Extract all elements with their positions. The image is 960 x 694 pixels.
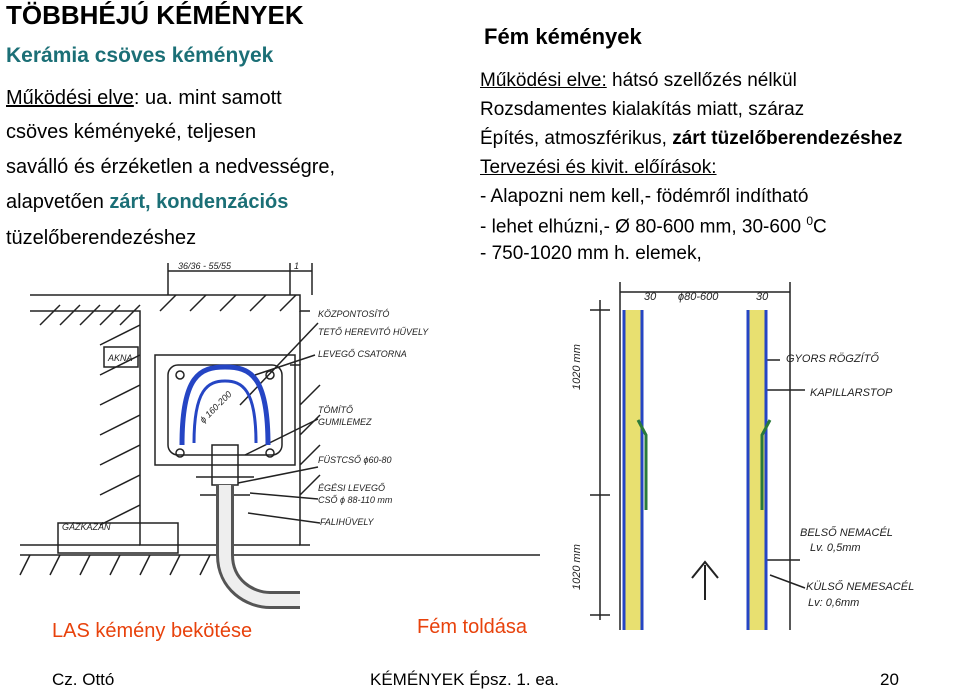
left-line-2: csöves kéményeké, teljesen	[6, 121, 257, 143]
sketch-right-kap: KAPILLARSTOP	[810, 387, 893, 399]
left-principle-label: Működési elve	[6, 87, 134, 109]
right-line-6-sup: 0	[806, 214, 814, 228]
right-line-6-post: C	[813, 216, 827, 238]
sketch-label-1: KÖZPONTOSÍTÓ	[318, 309, 389, 319]
caption-left: LAS kémény bekötése	[52, 620, 253, 642]
left-line-4-pre: alapvetően	[6, 191, 110, 213]
duct-ring-outer	[179, 364, 271, 446]
right-line-3-pre: Építés, atmoszférikus,	[480, 128, 673, 149]
sketch-right-dim-a: 30	[644, 291, 657, 303]
right-insulation	[748, 310, 766, 630]
sketch-right-belso: BELSŐ NEMACÉL	[800, 525, 893, 539]
duct-ring-inner	[192, 379, 258, 444]
left-line-5: tüzelőberendezéshez	[6, 227, 197, 249]
right-line-5: - Alapozni nem kell,- födémről indítható	[480, 186, 809, 207]
right-principle-label: Működési elve:	[480, 70, 607, 91]
right-line-4: Tervezési és kivit. előírások:	[480, 157, 717, 178]
left-line-4-bold: zárt, kondenzációs	[109, 191, 289, 213]
footer-page-number: 20	[880, 670, 899, 689]
sketch-label-7: ÉGÉSI LEVEGŐ	[318, 483, 385, 493]
right-line-7: - 750-1020 mm h. elemek,	[480, 243, 702, 264]
sketch-akna: AKNA	[107, 353, 133, 363]
footer-course: KÉMÉNYEK Épsz. 1. ea.	[370, 670, 559, 689]
right-line-1-text: hátsó szellőzés nélkül	[606, 70, 797, 91]
sketch-label-2: TETŐ HEREVITÓ HŰVELY	[318, 327, 429, 337]
footer-author: Cz. Ottó	[52, 670, 115, 689]
right-line-3-bold: zárt tüzelőberendezéshez	[672, 128, 903, 149]
sketch-right-dim-b: ɸ80-600	[678, 291, 719, 303]
sketch-gazkazan: GÁZKAZÁN	[62, 522, 111, 532]
sketch-label-6: FÜSTCSŐ ɸ60-80	[318, 455, 392, 465]
sketch-right-kulso-v: Lv: 0,6mm	[808, 597, 859, 609]
sketch-right-gyors: GYORS RÖGZÍTŐ	[786, 351, 879, 365]
right-line-1: Működési elve: hátsó szellőzés nélkül	[480, 70, 797, 92]
sketch-right-v1: 1020 mm	[571, 344, 583, 390]
sketch-label-5: GUMILEMEZ	[318, 417, 372, 427]
left-line-4: alapvetően zárt, kondenzációs	[6, 192, 288, 212]
sketch-label-3: LEVEGŐ CSATORNA	[318, 349, 407, 359]
right-line-2: Rozsdamentes kialakítás miatt, száraz	[480, 99, 805, 120]
right-line-6-pre: - lehet elhúzni,- Ø 80-600 mm, 30-600	[480, 216, 807, 238]
metal-chimney-joint-sketch: 30 ɸ80-600 30 1020 mm 1020 mm GYORS RÖGZ…	[571, 282, 914, 630]
right-line-3: Építés, atmoszférikus, zárt tüzelőberend…	[480, 128, 902, 150]
caption-right: Fém toldása	[417, 616, 528, 638]
left-line-1-text: : ua. mint samott	[133, 87, 282, 109]
sketch-dim-text-2: 1	[294, 261, 299, 271]
right-title: Fém kémények	[484, 24, 642, 49]
left-line-1: Működési elve: ua. mint samott	[6, 88, 282, 108]
left-insulation	[624, 310, 642, 630]
page-title: TÖBBHÉJÚ KÉMÉNYEK	[6, 0, 304, 30]
sketch-right-kulso: KÜLSŐ NEMESACÉL	[806, 579, 914, 593]
las-chimney-sketch: 36/36 - 55/55 1 AKNA KÖZPONTOSÍTÓ TETŐ H…	[19, 261, 540, 609]
sketch-right-dim-c: 30	[756, 291, 769, 303]
sketch-dim-text: 36/36 - 55/55	[178, 261, 232, 271]
left-subtitle: Kerámia csöves kémények	[6, 44, 274, 67]
sketch-right-belso-v: Lv. 0,5mm	[810, 542, 861, 554]
right-line-6: - lehet elhúzni,- Ø 80-600 mm, 30-600 0C	[480, 214, 827, 238]
sketch-label-8: CSŐ ɸ 88-110 mm	[318, 495, 393, 505]
sketch-right-v2: 1020 mm	[571, 544, 583, 590]
sketch-label-4: TÖMÍTŐ	[318, 405, 353, 415]
sketch-label-9: FALIHÜVELY	[320, 517, 375, 527]
left-line-3: saválló és érzéketlen a nedvességre,	[6, 156, 336, 178]
